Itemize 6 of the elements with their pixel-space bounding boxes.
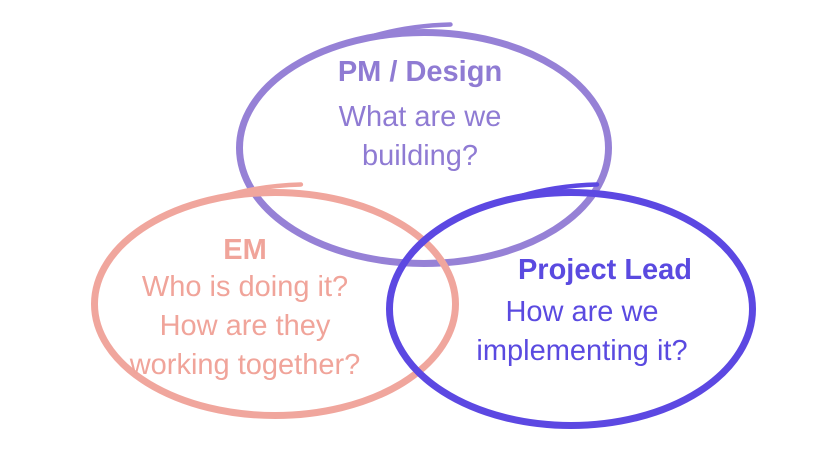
role-question: Who is doing it? How are they working together?: [128, 270, 362, 383]
role-title: Project Lead: [516, 253, 694, 287]
role-question: How are we implementing it?: [475, 295, 689, 369]
role-title: EM: [222, 233, 268, 267]
role-question: What are we building?: [338, 100, 502, 174]
role-title: PM / Design: [336, 55, 504, 89]
